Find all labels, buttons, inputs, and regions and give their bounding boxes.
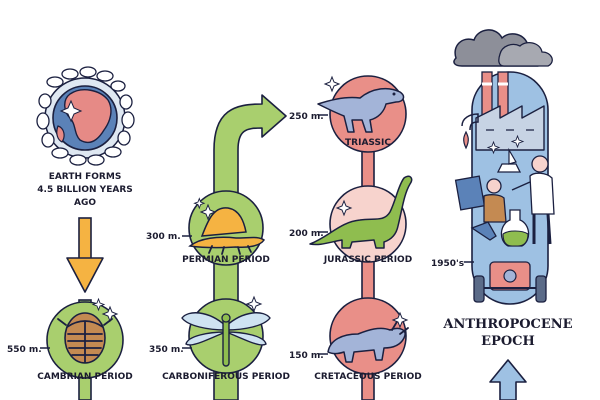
earth-label-line3: AGO	[74, 198, 96, 208]
carboniferous-node	[181, 295, 271, 374]
engine-icon	[473, 261, 547, 303]
down-arrow-icon	[66, 217, 104, 293]
jurassic-node	[309, 175, 413, 263]
trilobite-icon	[57, 312, 113, 364]
carboniferous-age: 350 m.	[149, 345, 184, 355]
people-icon	[454, 155, 555, 245]
earth-label-line2: 4.5 BILLION YEARS	[37, 185, 132, 195]
triassic-name: TRIASSIC	[345, 138, 391, 148]
factory-icon	[475, 71, 545, 151]
sauropod-icon	[309, 175, 413, 249]
permian-name: PERMIAN PERIOD	[182, 255, 270, 265]
earth-label-line1: EARTH FORMS	[49, 172, 122, 182]
anthropocene-year: 1950's	[431, 259, 464, 269]
cretaceous-node	[318, 297, 409, 375]
cretaceous-name: CRETACEOUS PERIOD	[314, 372, 422, 382]
smoke-cloud-icon	[453, 29, 553, 67]
carboniferous-name: CARBONIFEROUS PERIOD	[162, 372, 290, 382]
triassic-node	[317, 75, 407, 153]
triassic-age: 250 m.	[289, 112, 324, 122]
cambrian-age: 550 m.	[7, 345, 42, 355]
anthropocene-title-line2: EPOCH	[481, 334, 535, 349]
jurassic-age: 200 m.	[289, 229, 324, 239]
cambrian-node	[40, 297, 124, 400]
up-arrow-icon	[489, 359, 527, 400]
dimetrodon-icon	[188, 207, 266, 255]
anthropocene-illustration	[453, 29, 555, 305]
cretaceous-age: 150 m.	[289, 351, 324, 361]
earth-illustration	[36, 66, 135, 166]
dragonfly-icon	[181, 312, 271, 367]
anthropocene-title-line1: ANTHROPOCENE	[442, 317, 572, 332]
triceratops-icon	[327, 319, 409, 363]
triassic-dinosaur-icon	[317, 87, 405, 133]
cambrian-name: CAMBRIAN PERIOD	[37, 372, 132, 382]
flask-icon	[500, 209, 530, 247]
jurassic-name: JURASSIC PERIOD	[323, 255, 412, 265]
permian-node	[182, 190, 266, 266]
permian-age: 300 m.	[146, 232, 181, 242]
